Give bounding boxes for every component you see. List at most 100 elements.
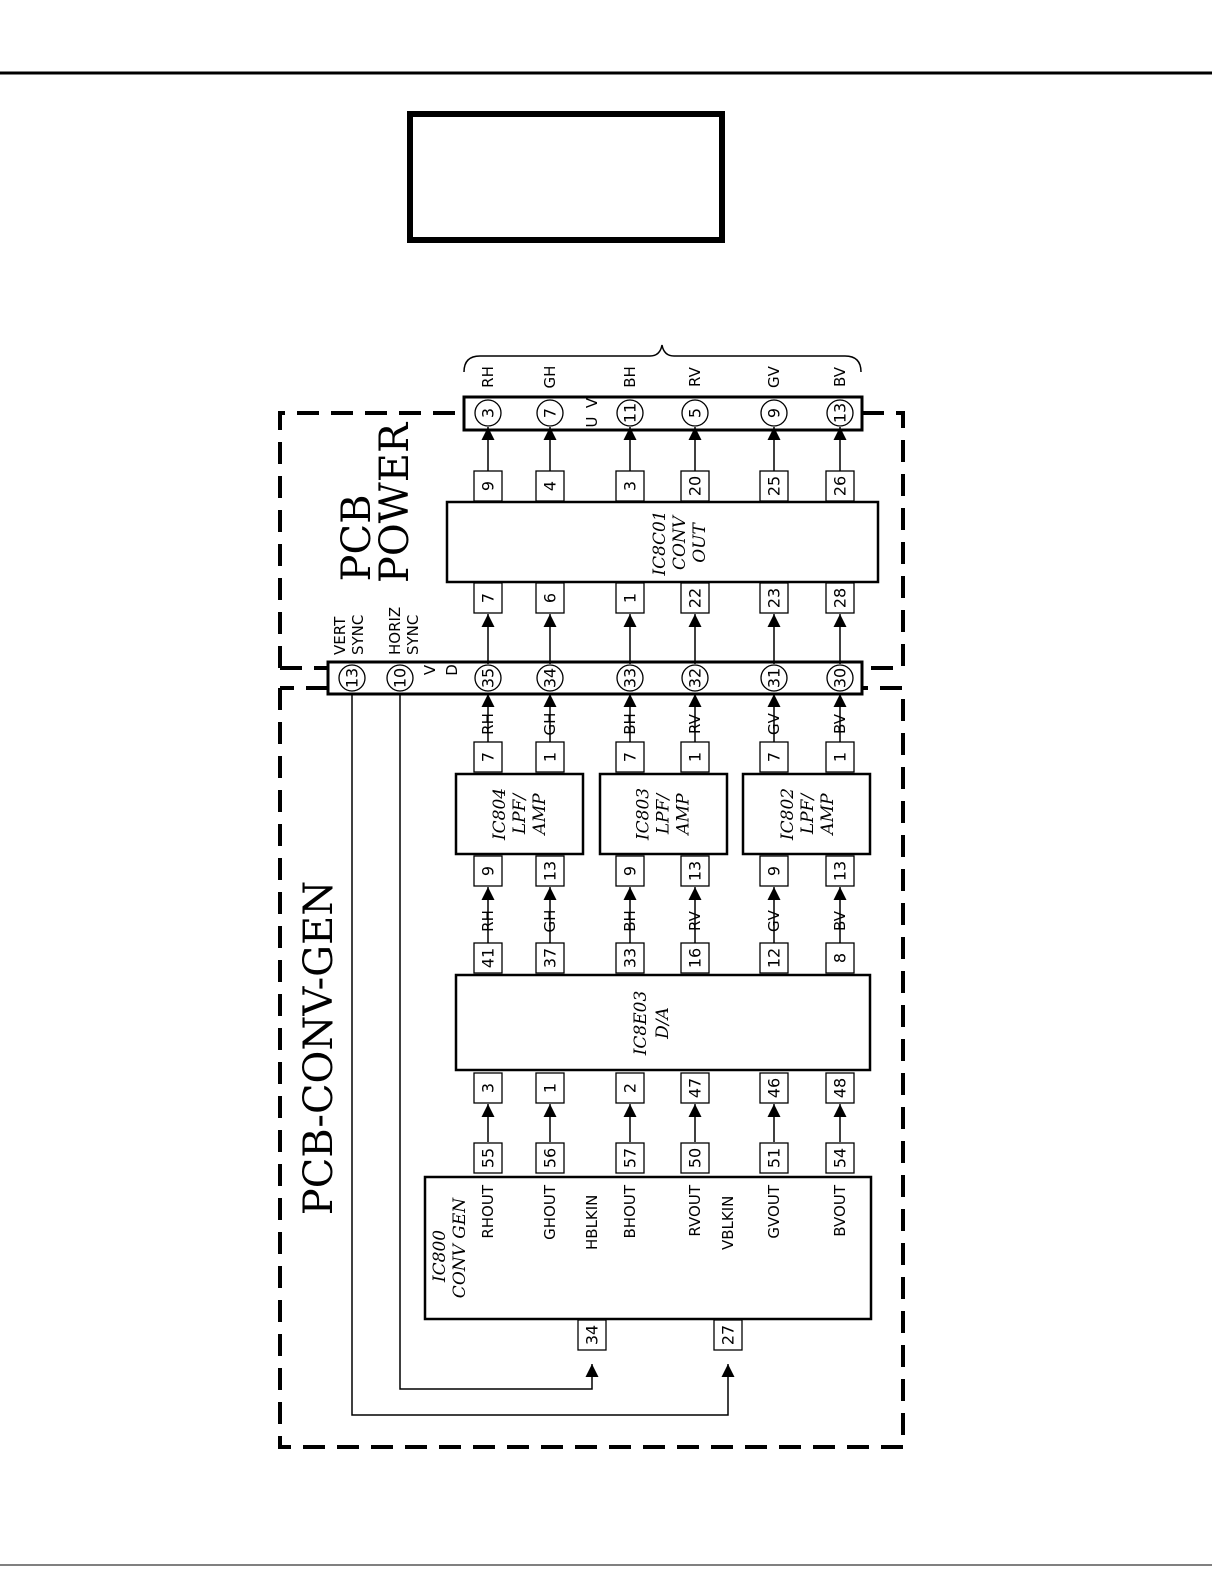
ic804-pin-in-13-box xyxy=(535,855,565,887)
ic803-label-lpf: LPF/ xyxy=(654,792,674,836)
ic802-pin-out-7-label: 7 xyxy=(765,752,784,762)
ic802-label: IC802 xyxy=(778,788,798,841)
vd-pin-30-label: 30 xyxy=(831,668,850,688)
ic8c01-label: IC8C01 xyxy=(650,510,670,576)
ic8c01-pin-out-3-box xyxy=(615,470,645,502)
ic800-pin-in-27-label: 27 xyxy=(719,1325,738,1345)
vu-label-rh: RH xyxy=(479,366,497,388)
pcb-power-label-1: PCB xyxy=(334,495,380,582)
ic803-pin-in-9-box xyxy=(615,855,645,887)
ic802-pin-in-9-label: 9 xyxy=(765,866,784,876)
vert-sync-label-2: SYNC xyxy=(349,615,367,655)
ic804-pin-in-13-label: 13 xyxy=(541,861,560,881)
ic804-pin-in-9-label: 9 xyxy=(479,866,498,876)
ic802-pin-out-1-box xyxy=(825,741,855,773)
ic8e03-pin-in-3-label: 3 xyxy=(479,1083,498,1093)
ic800-pin-out-50-label: 50 xyxy=(686,1148,705,1168)
ic8c01-pin-in-1-box xyxy=(615,582,645,614)
vu-label-gh: GH xyxy=(541,366,559,389)
ic8e03-pin-in-47-box xyxy=(680,1072,710,1104)
ic8c01-label-conv: CONV xyxy=(670,514,690,570)
ic802-pin-in-9-box xyxy=(759,855,789,887)
ic8c01-pin-out-4-box xyxy=(535,470,565,502)
vu-pin-7-label: 7 xyxy=(541,408,560,418)
vd-pin-32-label: 32 xyxy=(686,668,705,688)
ic8e03-pin-out-16-label: 16 xyxy=(686,948,705,968)
ic800-pin-out-55-box xyxy=(473,1142,503,1174)
ic803-label-amp: AMP xyxy=(674,793,694,837)
ic804-label-amp: AMP xyxy=(530,793,550,837)
ic804-pin-out-1-box xyxy=(535,741,565,773)
vu-pin-9-label: 9 xyxy=(765,408,784,418)
ic804-body xyxy=(454,772,585,856)
vu-pin-13-label: 13 xyxy=(831,403,850,423)
ic803-label: IC803 xyxy=(634,788,654,841)
vd-pin-33-label: 33 xyxy=(621,668,640,688)
ic8c01-pin-in-6-label: 6 xyxy=(541,593,560,603)
ic803-pin-in-13-box xyxy=(680,855,710,887)
ic800-pin-in-34-label: 34 xyxy=(583,1325,602,1345)
ic8e03-pin-in-46-label: 46 xyxy=(765,1078,784,1098)
ic800-output-bhout: BHOUT xyxy=(621,1184,639,1238)
ic800-pin-in-27-box xyxy=(713,1319,743,1351)
vd-pin-10-circle xyxy=(386,664,414,692)
vd-pin-34-circle xyxy=(536,664,564,692)
ic8c01-pin-in-22-label: 22 xyxy=(686,588,705,608)
vd-pin-33-circle xyxy=(616,664,644,692)
ic8e03-body xyxy=(454,973,872,1072)
ic8c01-pin-in-23-box xyxy=(759,582,789,614)
ic800-pin-out-54-label: 54 xyxy=(831,1148,850,1168)
ic803-pin-in-9-label: 9 xyxy=(621,866,640,876)
vu-label-bv: BV xyxy=(831,366,849,387)
ic8c01-pin-in-28-box xyxy=(825,582,855,614)
ic800-body xyxy=(423,1175,873,1321)
ic8e03-pin-out-8-label: 8 xyxy=(831,953,850,963)
ic804-pin-out-1-label: 1 xyxy=(541,752,560,762)
ic8c01-pin-out-3-label: 3 xyxy=(621,481,640,491)
ic8e03-label: IC8E03 xyxy=(631,991,651,1057)
vu-label-bh: BH xyxy=(621,366,639,388)
vu-pin-13-circle xyxy=(826,399,854,427)
pcb-power-border xyxy=(278,411,905,670)
vd-pin-35-label: 35 xyxy=(479,668,498,688)
ic8e03-pin-out-37-label: 37 xyxy=(541,948,560,968)
ic8e03-pin-out-33-label: 33 xyxy=(621,948,640,968)
horiz-sync-line xyxy=(399,694,599,1390)
ic800-pin-out-56-box xyxy=(535,1142,565,1174)
ic804-pin-in-9-box xyxy=(473,855,503,887)
ic8c01-pin-out-9-box xyxy=(473,470,503,502)
vert-sync-label-1: VERT xyxy=(331,616,349,655)
title-box xyxy=(407,111,725,243)
ic8c01-pin-out-26-label: 26 xyxy=(831,476,850,496)
vd-pin-13-circle xyxy=(338,664,366,692)
ic803-pin-in-13-label: 13 xyxy=(686,861,705,881)
ic800-output-gvout: GVOUT xyxy=(765,1184,783,1238)
ic8e03-pin-in-48-box xyxy=(825,1072,855,1104)
ic8e03-pin-in-46-box xyxy=(759,1072,789,1104)
ic800-output-bvout: BVOUT xyxy=(831,1184,849,1237)
ic8c01-pin-in-1-label: 1 xyxy=(621,593,640,603)
vu-pin-11-label: 11 xyxy=(621,403,640,423)
ic804-pin-out-7-box xyxy=(473,741,503,773)
ic8c01-pin-in-7-label: 7 xyxy=(479,593,498,603)
ic8c01-pin-in-22-box xyxy=(680,582,710,614)
ic800-input-vblkin: VBLKIN xyxy=(719,1196,737,1250)
ic8e03-pin-in-3-box xyxy=(473,1072,503,1104)
ic800-pin-in-34-box xyxy=(577,1319,607,1351)
ic802-pin-in-13-box xyxy=(825,855,855,887)
ic803-pin-out-1-box xyxy=(680,741,710,773)
ic8e03-pin-in-1-label: 1 xyxy=(541,1083,560,1093)
ic8c01-pin-in-28-label: 28 xyxy=(831,588,850,608)
ic8e03-pin-out-41-box xyxy=(473,942,503,974)
vert-sync-line xyxy=(351,694,735,1416)
ic800-pin-out-57-box xyxy=(615,1142,645,1174)
ic800-label-conv-gen: CONV GEN xyxy=(450,1197,470,1298)
ic800-output-rhout: RHOUT xyxy=(479,1184,497,1238)
horiz-sync-label-1: HORIZ xyxy=(386,607,404,655)
vu-pin-9-circle xyxy=(760,399,788,427)
vu-pin-5-label: 5 xyxy=(686,408,705,418)
vd-pin-13-label: 13 xyxy=(343,668,362,688)
vd-pin-30-circle xyxy=(826,664,854,692)
ic8e03-pin-out-8-box xyxy=(825,942,855,974)
